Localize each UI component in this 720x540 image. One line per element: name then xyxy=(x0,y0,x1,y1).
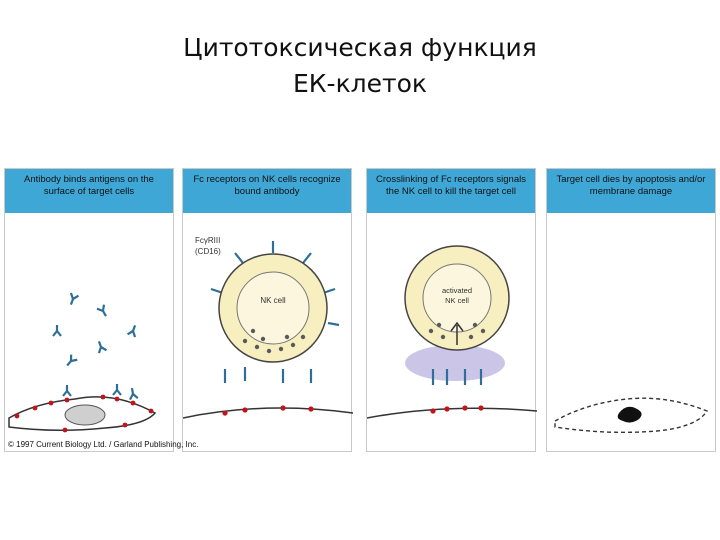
nk-cell-label-activated: NK cell xyxy=(445,296,469,305)
bound-antibodies xyxy=(223,367,313,383)
panel-target-death: Target cell dies by apoptosis and/or mem… xyxy=(546,168,716,452)
slide-title-line-2: ЕК-клеток xyxy=(293,69,427,98)
panel-1-illustration xyxy=(8,291,157,433)
panel-4-header: Target cell dies by apoptosis and/or mem… xyxy=(547,169,715,213)
panel-3-header: Crosslinking of Fc receptors signals the… xyxy=(367,169,535,213)
free-antibodies xyxy=(51,291,140,370)
panel-4-illustration xyxy=(554,397,709,434)
panel-3-illustration: activated NK cell xyxy=(367,245,537,419)
panel-crosslinking: Crosslinking of Fc receptors signals the… xyxy=(366,168,537,452)
crosslinked-antibodies xyxy=(431,369,483,385)
fcgriii-label: FcγRIII xyxy=(195,236,220,245)
cd16-label: (CD16) xyxy=(195,247,221,256)
target-membrane-3 xyxy=(367,405,537,419)
panel-1-header: Antibody binds antigens on the surface o… xyxy=(5,169,173,213)
copyright-notice: © 1997 Current Biology Ltd. / Garland Pu… xyxy=(8,440,199,449)
activated-label: activated xyxy=(442,286,472,295)
nk-cell-label: NK cell xyxy=(260,296,286,305)
slide-title: Цитотоксическая функция ЕК-клеток xyxy=(0,30,720,102)
target-cell xyxy=(8,382,157,433)
panel-fc-recognition: Fc receptors on NK cells recognize bound… xyxy=(182,168,353,452)
target-membrane xyxy=(183,405,353,419)
panel-antibody-binding: Antibody binds antigens on the surface o… xyxy=(4,168,174,452)
dying-target-cell xyxy=(554,397,709,434)
slide-title-line-1: Цитотоксическая функция xyxy=(183,33,537,62)
nk-cell: NK cell xyxy=(210,241,340,363)
activated-nk-cell: activated NK cell xyxy=(404,245,510,351)
panel-2-header: Fc receptors on NK cells recognize bound… xyxy=(183,169,351,213)
signal-arrow-icon xyxy=(450,321,464,345)
adcc-figure: Antibody binds antigens on the surface o… xyxy=(4,168,720,458)
panel-2-illustration: FcγRIII (CD16) NK cell xyxy=(183,236,353,419)
